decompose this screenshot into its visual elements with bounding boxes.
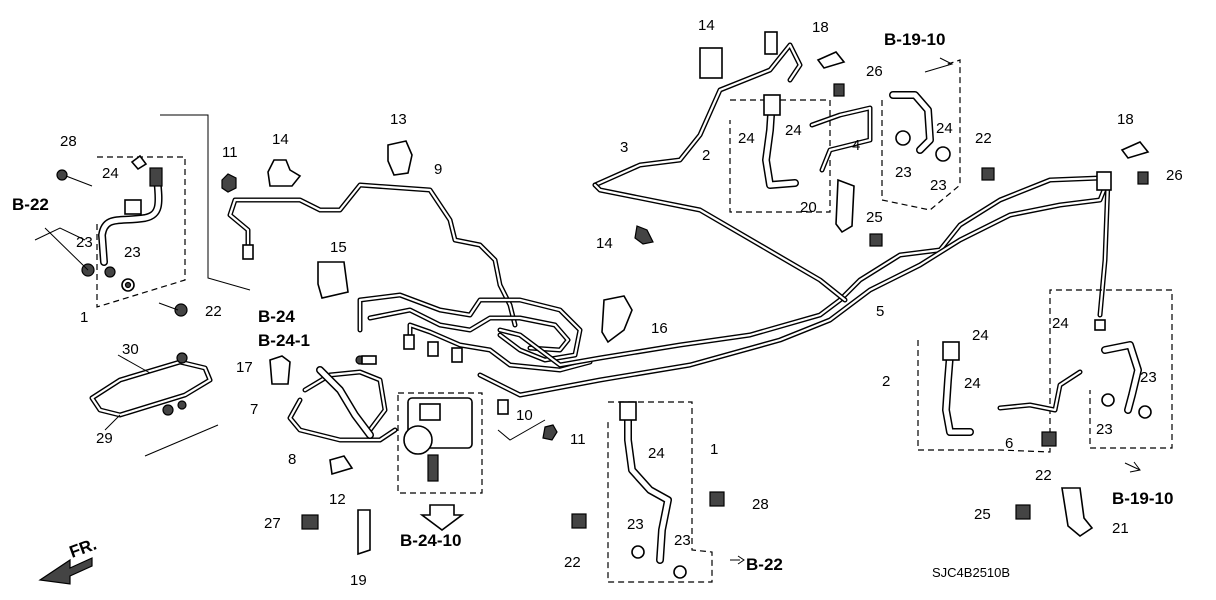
callout-label: 1 <box>80 309 88 326</box>
callout-labels: 28 24 23 23 1 22 11 14 13 9 15 30 29 17 … <box>60 17 1183 589</box>
callout-label: 3 <box>620 139 628 156</box>
ref-b22-bottom: B-22 <box>746 555 783 574</box>
callout-label: 24 <box>648 445 665 462</box>
callout-label: 23 <box>124 244 141 261</box>
callout-label: 23 <box>1140 369 1157 386</box>
callout-label: 11 <box>570 431 586 448</box>
reference-labels: B-22 B-24 B-24-1 B-24-10 B-19-10 B-19-10… <box>12 30 1173 580</box>
callout-label: 24 <box>102 165 119 182</box>
callout-label: 23 <box>895 164 912 181</box>
callout-label: 23 <box>1096 421 1113 438</box>
abs-modulator-group <box>397 392 483 531</box>
pipe-bundle-abs <box>357 292 593 373</box>
ref-b24-10: B-24-10 <box>400 531 461 550</box>
callout-label: 24 <box>964 375 981 392</box>
callout-label: 15 <box>330 239 347 256</box>
callout-label: 14 <box>272 131 289 148</box>
callout-label: 12 <box>329 491 346 508</box>
ref-b19-10-top: B-19-10 <box>884 30 945 49</box>
pipe-set-29-30 <box>89 352 219 457</box>
callout-label: 24 <box>785 122 802 139</box>
front-direction-label: FR. <box>67 535 99 562</box>
left-front-hose-group <box>44 114 251 317</box>
brake-pipe-5 <box>477 31 1112 398</box>
front-arrow-icon <box>38 557 93 585</box>
callout-label: 22 <box>205 303 222 320</box>
callout-label: 5 <box>876 303 884 320</box>
callout-label: 18 <box>1117 111 1134 128</box>
callout-label: 19 <box>350 572 367 589</box>
brake-pipe-9 <box>227 182 518 328</box>
callout-label: 4 <box>852 137 860 154</box>
ref-b24-1: B-24-1 <box>258 331 310 350</box>
callout-label: 24 <box>936 120 953 137</box>
brake-pipe-3 <box>497 42 1103 368</box>
callout-label: 21 <box>1112 520 1129 537</box>
callout-label: 25 <box>866 209 883 226</box>
callout-label: 23 <box>674 532 691 549</box>
catalog-code: SJC4B2510B <box>932 565 1010 580</box>
callout-label: 30 <box>122 341 139 358</box>
callout-label: 14 <box>698 17 715 34</box>
callout-label: 11 <box>222 144 238 161</box>
callout-label: 1 <box>710 441 718 458</box>
right-rear-hose-bottom-group <box>917 289 1173 537</box>
ref-b22-left: B-22 <box>12 195 49 214</box>
callout-label: 22 <box>1035 467 1052 484</box>
callout-label: 8 <box>288 451 296 468</box>
reference-arrows <box>34 57 1141 585</box>
callout-label: 17 <box>236 359 253 376</box>
callout-label: 24 <box>972 327 989 344</box>
small-parts-center <box>221 140 654 556</box>
callout-label: 26 <box>1166 167 1183 184</box>
callout-label: 18 <box>812 19 829 36</box>
callout-label: 25 <box>974 506 991 523</box>
modulator-pipe-set-7-8 <box>287 355 398 443</box>
callout-label: 23 <box>627 516 644 533</box>
callout-label: 22 <box>564 554 581 571</box>
callout-label: 24 <box>738 130 755 147</box>
ref-b19-10-bottom: B-19-10 <box>1112 489 1173 508</box>
callout-label: 20 <box>800 199 817 216</box>
callout-label: 27 <box>264 515 281 532</box>
callout-label: 29 <box>96 430 113 447</box>
right-rear-hose-top-group <box>699 47 1150 247</box>
callout-label: 28 <box>752 496 769 513</box>
callout-label: 2 <box>882 373 890 390</box>
callout-label: 9 <box>434 161 442 178</box>
callout-label: 14 <box>596 235 613 252</box>
ref-b24: B-24 <box>258 307 295 326</box>
callout-label: 13 <box>390 111 407 128</box>
callout-label: 23 <box>76 234 93 251</box>
callout-label: 16 <box>651 320 668 337</box>
callout-label: 24 <box>1052 315 1069 332</box>
callout-label: 6 <box>1005 435 1013 452</box>
right-front-hose-group <box>571 401 725 583</box>
callout-label: 26 <box>866 63 883 80</box>
callout-label: 2 <box>702 147 710 164</box>
callout-label: 28 <box>60 133 77 150</box>
callout-label: 10 <box>516 407 533 424</box>
callout-label: 22 <box>975 130 992 147</box>
callout-label: 23 <box>930 177 947 194</box>
callout-label: 7 <box>250 401 258 418</box>
